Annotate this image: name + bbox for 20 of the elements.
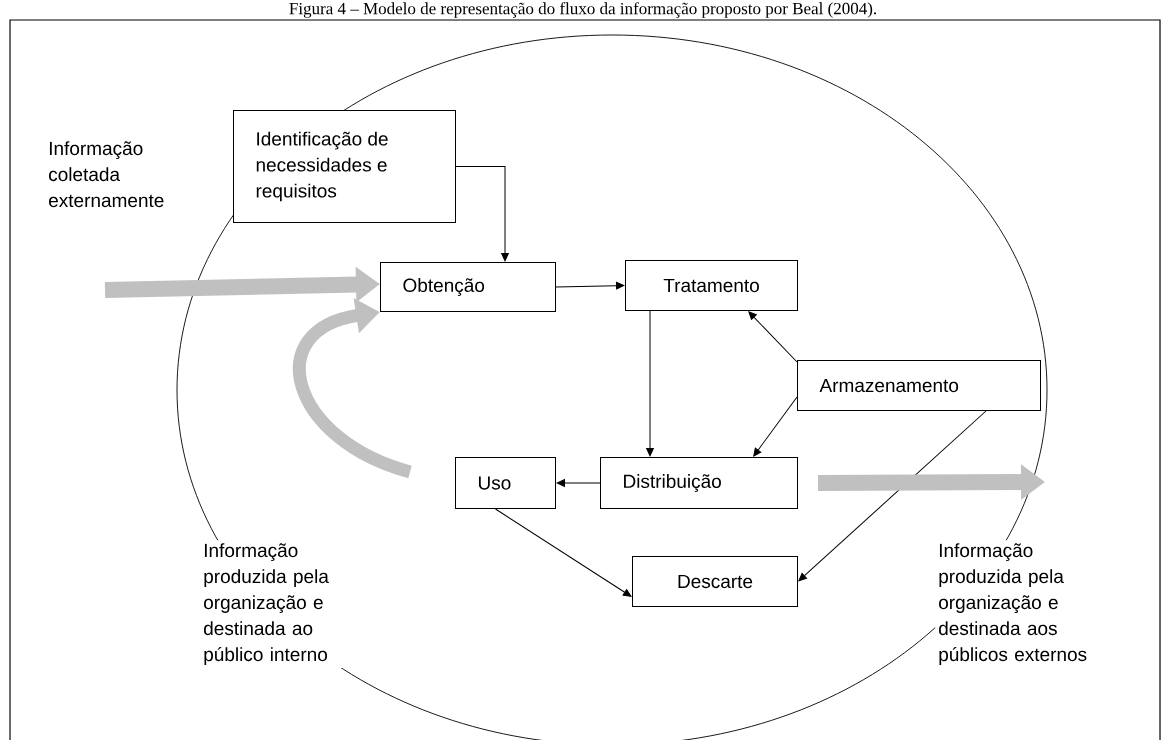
arrow: [455, 166, 509, 262]
arrow: [748, 311, 798, 363]
process-box: Descarte: [632, 556, 798, 607]
arrow: [798, 410, 987, 582]
process-box: Armazenamento: [797, 360, 1041, 411]
arrow: [556, 479, 601, 487]
figure-title: Figura 4 – Modelo de representação do fluxo da informação proposto por Beal (2004).: [289, 2, 877, 18]
curved-arrow: [293, 297, 413, 479]
text-label: Informação coletada externamente: [45, 138, 187, 211]
process-box: Tratamento: [625, 260, 798, 311]
process-box: Obtenção: [380, 262, 556, 312]
arrow: [646, 310, 654, 457]
process-box: Distribuição: [600, 457, 798, 509]
arrow: [555, 281, 625, 290]
arrow: [495, 508, 632, 597]
text-label: Informação produzida pela organização e destinada ao público interno: [200, 540, 372, 668]
process-box: Uso: [455, 457, 556, 509]
process-box: Identificação de necessidades e requisitos: [233, 110, 456, 223]
text-label: Informação produzida pela organização e destinada aos públicos externos: [935, 540, 1112, 668]
arrow: [753, 396, 798, 457]
